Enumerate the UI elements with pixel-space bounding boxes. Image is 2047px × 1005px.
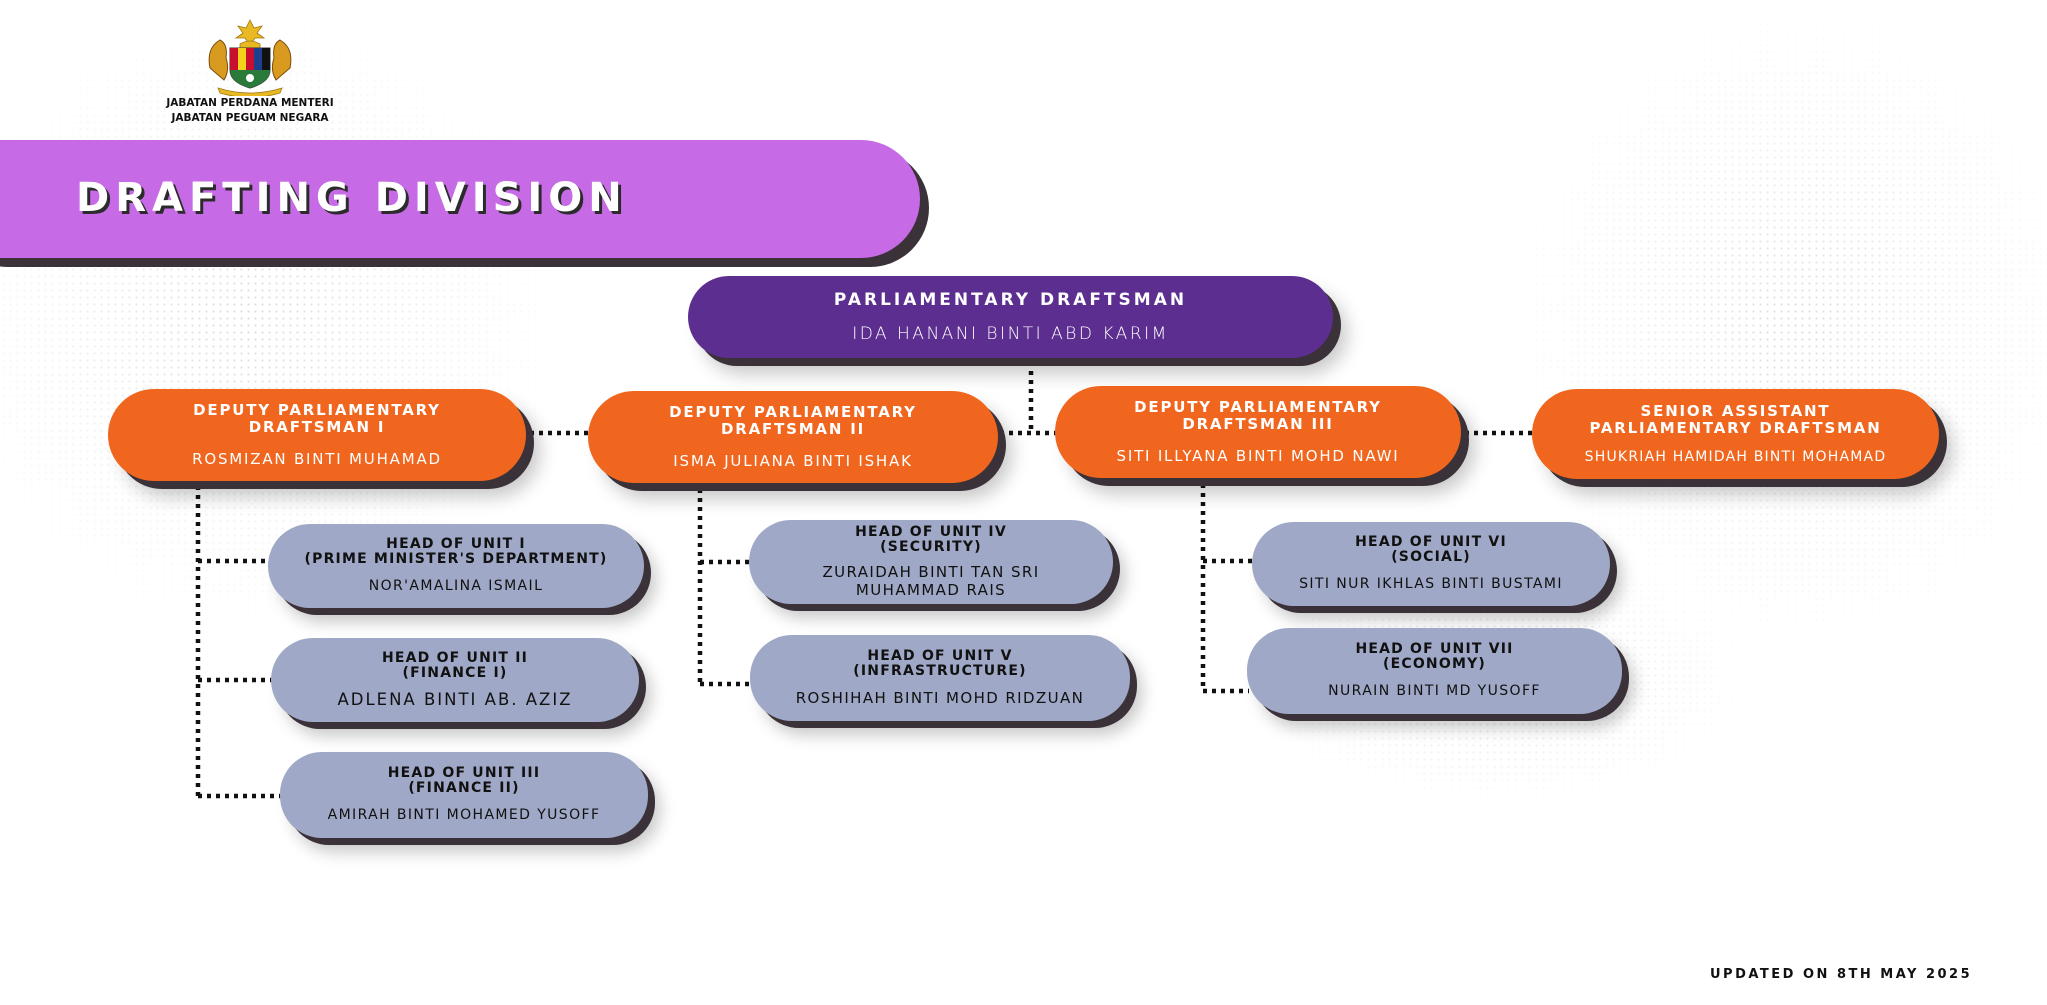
node-name: ZURAIDAH BINTI TAN SRI MUHAMMAD RAIS <box>822 563 1040 599</box>
coat-of-arms-emblem <box>208 19 292 96</box>
node-title: HEAD OF UNIT V (INFRASTRUCTURE) <box>853 648 1027 679</box>
head-of-unit-4-box: HEAD OF UNIT IV (SECURITY) ZURAIDAH BINT… <box>749 520 1113 604</box>
node-title: DEPUTY PARLIAMENTARY DRAFTSMAN I <box>193 401 441 436</box>
agency-name: JABATAN PERDANA MENTERI JABATAN PEGUAM N… <box>150 96 350 126</box>
node-name: ADLENA BINTI AB. AZIZ <box>337 690 573 709</box>
head-of-unit-3-box: HEAD OF UNIT III (FINANCE II) AMIRAH BIN… <box>280 752 648 838</box>
head-of-unit-5-box: HEAD OF UNIT V (INFRASTRUCTURE) ROSHIHAH… <box>750 635 1130 721</box>
deputy-draftsman-1-box: DEPUTY PARLIAMENTARY DRAFTSMAN I ROSMIZA… <box>108 389 526 481</box>
agency-line-1: JABATAN PERDANA MENTERI <box>166 97 334 109</box>
node-title: HEAD OF UNIT IV (SECURITY) <box>855 524 1007 555</box>
node-name: SITI ILLYANA BINTI MOHD NAWI <box>1116 447 1400 465</box>
updated-date: UPDATED ON 8TH MAY 2025 <box>1710 967 1973 982</box>
deputy-draftsman-2-box: DEPUTY PARLIAMENTARY DRAFTSMAN II ISMA J… <box>588 391 998 483</box>
node-title: HEAD OF UNIT III (FINANCE II) <box>387 765 541 796</box>
node-title: HEAD OF UNIT I (PRIME MINISTER'S DEPARTM… <box>304 536 608 567</box>
node-title: DEPUTY PARLIAMENTARY DRAFTSMAN III <box>1134 398 1382 433</box>
head-of-unit-2-box: HEAD OF UNIT II (FINANCE I) ADLENA BINTI… <box>271 638 639 722</box>
node-name: ROSMIZAN BINTI MUHAMAD <box>192 450 442 468</box>
node-name: ISMA JULIANA BINTI ISHAK <box>673 452 913 470</box>
head-of-unit-7-box: HEAD OF UNIT VII (ECONOMY) NURAIN BINTI … <box>1247 628 1622 714</box>
senior-assistant-draftsman-box: SENIOR ASSISTANT PARLIAMENTARY DRAFTSMAN… <box>1532 389 1939 479</box>
node-title: HEAD OF UNIT VII (ECONOMY) <box>1355 641 1514 672</box>
node-name: SHUKRIAH HAMIDAH BINTI MOHAMAD <box>1584 449 1887 465</box>
deputy-draftsman-3-box: DEPUTY PARLIAMENTARY DRAFTSMAN III SITI … <box>1055 386 1461 478</box>
node-name: NOR'AMALINA ISMAIL <box>368 578 544 594</box>
head-of-unit-1-box: HEAD OF UNIT I (PRIME MINISTER'S DEPARTM… <box>268 524 644 608</box>
node-name: NURAIN BINTI MD YUSOFF <box>1328 683 1541 699</box>
node-name: IDA HANANI BINTI ABD KARIM <box>852 324 1169 344</box>
parliamentary-draftsman-box: PARLIAMENTARY DRAFTSMAN IDA HANANI BINTI… <box>688 276 1333 358</box>
division-banner: DRAFTING DIVISION <box>0 140 920 258</box>
node-title: SENIOR ASSISTANT PARLIAMENTARY DRAFTSMAN <box>1589 402 1882 437</box>
node-name: AMIRAH BINTI MOHAMED YUSOFF <box>327 807 601 823</box>
head-of-unit-6-box: HEAD OF UNIT VI (SOCIAL) SITI NUR IKHLAS… <box>1252 522 1610 606</box>
node-title: HEAD OF UNIT VI (SOCIAL) <box>1355 534 1507 565</box>
node-name: ROSHIHAH BINTI MOHD RIDZUAN <box>795 689 1085 707</box>
division-title: DRAFTING DIVISION <box>76 175 628 221</box>
agency-line-2: JABATAN PEGUAM NEGARA <box>171 112 329 124</box>
node-title: PARLIAMENTARY DRAFTSMAN <box>833 290 1188 310</box>
node-name: SITI NUR IKHLAS BINTI BUSTAMI <box>1299 576 1563 592</box>
node-title: DEPUTY PARLIAMENTARY DRAFTSMAN II <box>669 403 917 438</box>
node-title: HEAD OF UNIT II (FINANCE I) <box>381 650 529 681</box>
